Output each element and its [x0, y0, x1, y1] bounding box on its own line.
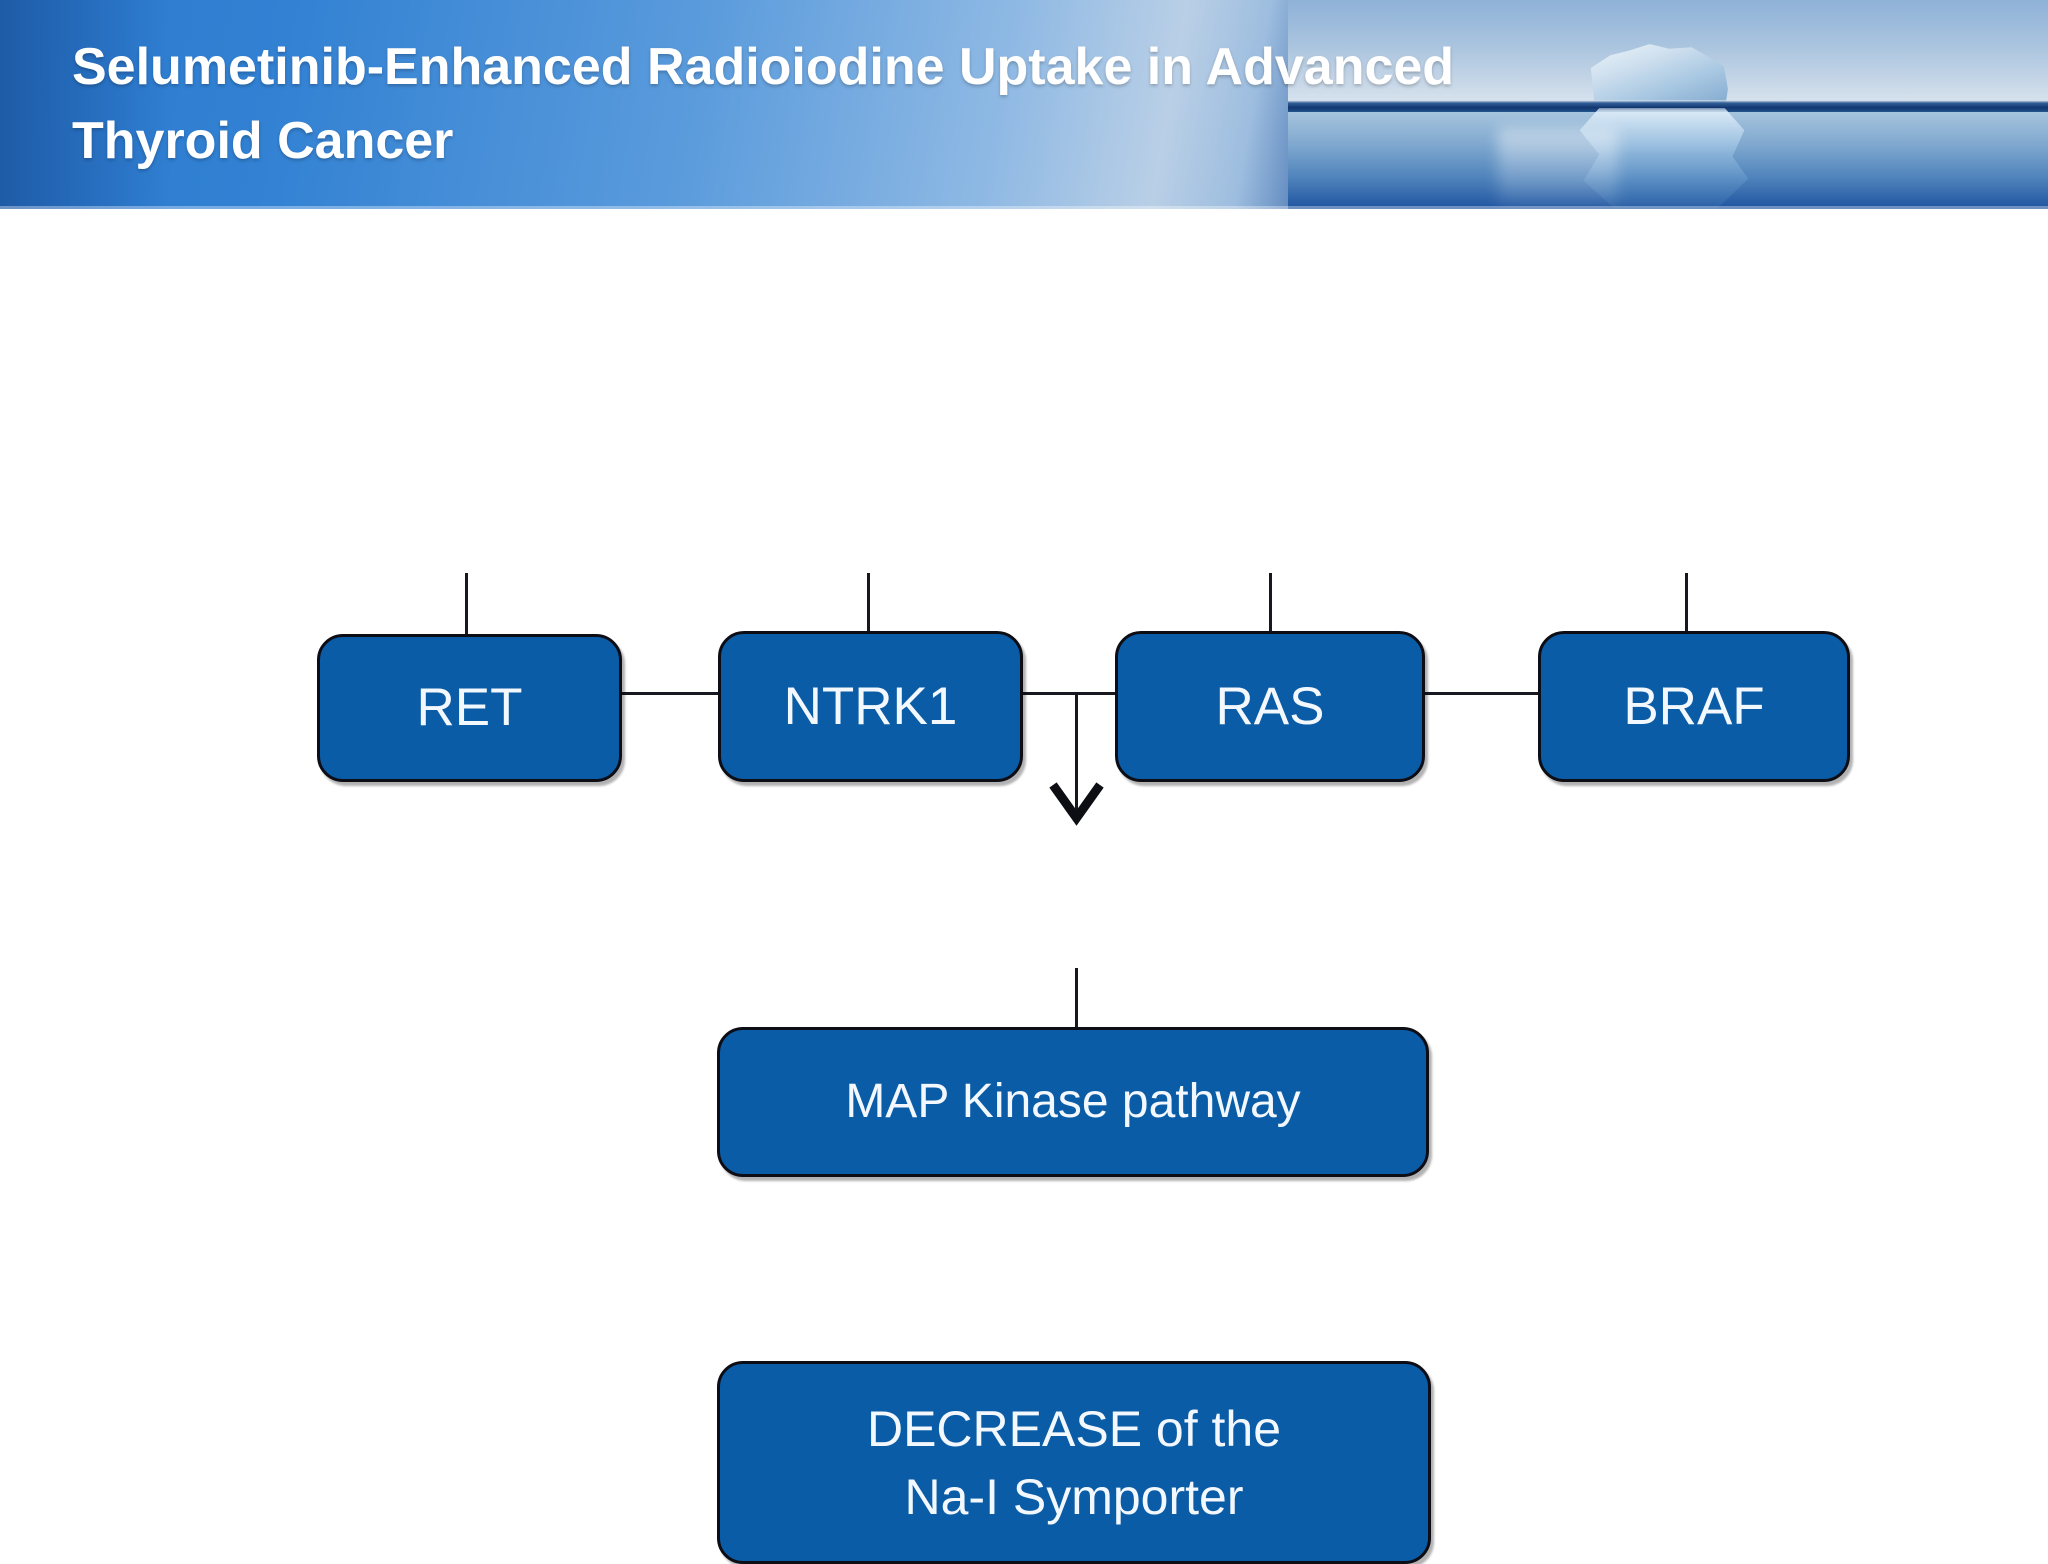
banner-bottom-rule — [0, 206, 2048, 209]
node-ret[interactable]: RET — [317, 634, 622, 782]
node-braf[interactable]: BRAF — [1538, 631, 1850, 782]
node-map-kinase-pathway[interactable]: MAP Kinase pathway — [717, 1027, 1429, 1177]
node-ntrk1[interactable]: NTRK1 — [718, 631, 1023, 782]
pathway-flowchart: RET NTRK1 RAS BRAF MAP Kinase pathway DE… — [0, 209, 2048, 1564]
node-ras[interactable]: RAS — [1115, 631, 1425, 782]
slide-header-banner: Selumetinib-Enhanced Radioiodine Uptake … — [0, 0, 2048, 209]
photo-mist — [1498, 128, 1618, 209]
photo-iceberg-submerged — [1579, 108, 1749, 209]
arrowhead-to-mapk — [1049, 782, 1104, 826]
photo-horizon-line — [1288, 100, 2048, 114]
banner-left-fade — [0, 0, 170, 209]
node-decrease-na-i-symporter[interactable]: DECREASE of the Na-I Symporter — [717, 1361, 1431, 1564]
flowchart-connectors — [465, 573, 1688, 1160]
iceberg-photo — [1288, 0, 2048, 209]
slide-title: Selumetinib-Enhanced Radioiodine Uptake … — [72, 38, 1455, 170]
